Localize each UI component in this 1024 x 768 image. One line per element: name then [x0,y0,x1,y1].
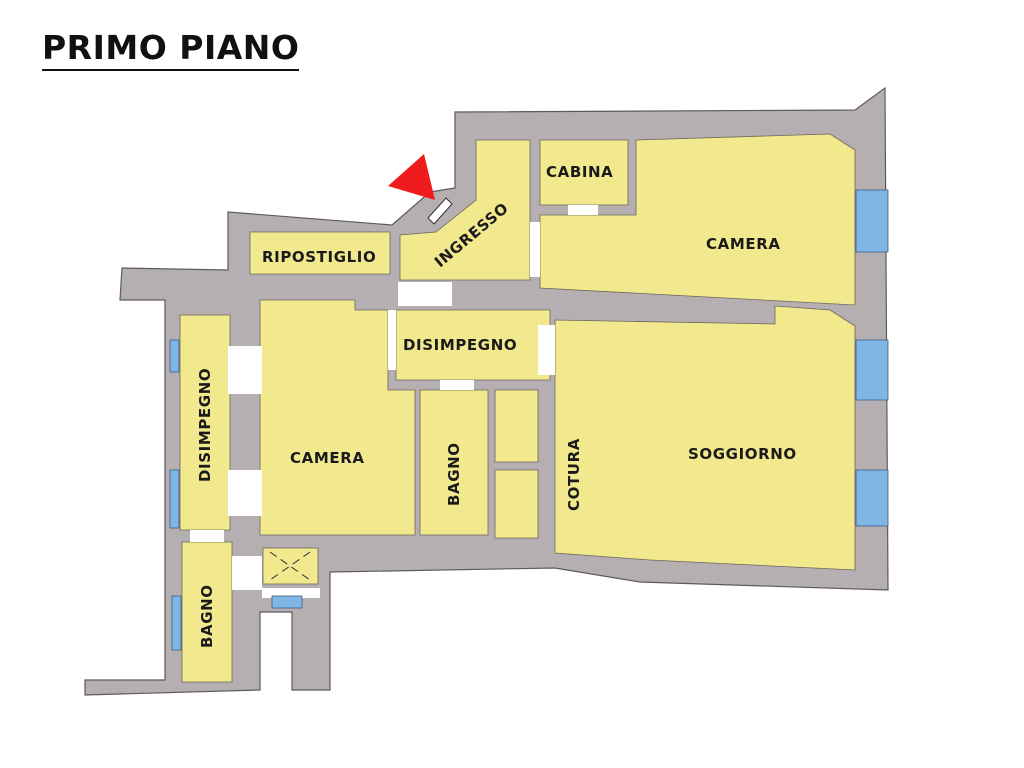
room-disimpegno-left [179,314,231,531]
shaft-cross [269,551,311,581]
window [169,339,180,373]
window [855,469,889,527]
shaft-cross [269,551,311,581]
door-opening [440,380,474,390]
label-cotura: COTURA [565,438,583,511]
door-opening [232,556,262,590]
label-camera-top: CAMERA [706,235,781,253]
label-camera-left: CAMERA [290,449,365,467]
door-opening [228,346,262,394]
door-opening [530,222,540,277]
room-soggiorno [554,305,856,571]
door-opening [262,588,320,598]
room-cabina [539,139,629,206]
room-closet-lower [494,469,539,539]
entrance-door [427,197,453,225]
window [169,469,180,529]
door-opening [388,310,396,370]
window [271,595,303,609]
label-ripostiglio: RIPOSTIGLIO [262,248,376,266]
entrance-arrow-icon [388,154,435,200]
room-camera-left [259,299,416,536]
room-ingresso [399,139,531,281]
floor-title: PRIMO PIANO [42,28,300,71]
door-opening [538,325,555,375]
label-bagno-left: BAGNO [198,584,216,648]
window [855,339,889,401]
window [855,189,889,253]
room-ripostiglio [249,231,391,275]
label-disimpegno-center: DISIMPEGNO [403,336,517,354]
label-soggiorno: SOGGIORNO [688,445,797,463]
window [171,595,182,651]
door-opening [190,530,224,542]
door-opening [568,205,598,215]
label-disimpegno-left: DISIMPEGNO [196,368,214,482]
door-opening [398,282,452,306]
door-opening [228,470,262,516]
label-cabina: CABINA [546,163,613,181]
room-camera-top [539,133,856,306]
label-bagno-center: BAGNO [445,442,463,506]
room-closet-upper [494,389,539,463]
